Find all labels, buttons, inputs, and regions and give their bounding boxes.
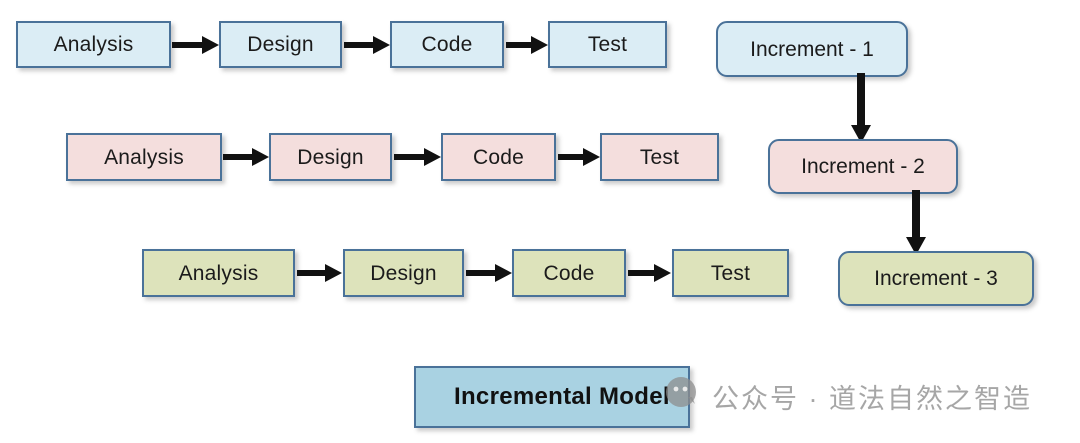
row-2-step-design[interactable]: Design: [269, 133, 392, 181]
increment-box-3[interactable]: Increment - 3: [838, 251, 1034, 306]
arrow-right-icon: [558, 146, 600, 168]
arrow-right-icon: [506, 34, 548, 56]
row-2-step-test[interactable]: Test: [600, 133, 719, 181]
arrow-right-icon: [394, 146, 441, 168]
row-1-step-test[interactable]: Test: [548, 21, 667, 68]
watermark: 公众号 · 道法自然之智造: [662, 373, 1032, 420]
row-2-step-analysis[interactable]: Analysis: [66, 133, 222, 181]
increment-box-1[interactable]: Increment - 1: [716, 21, 908, 77]
row-1-step-code[interactable]: Code: [390, 21, 504, 68]
row-3-step-analysis[interactable]: Analysis: [142, 249, 295, 297]
increment-box-2[interactable]: Increment - 2: [768, 139, 958, 194]
row-1-step-design[interactable]: Design: [219, 21, 342, 68]
arrow-right-icon: [297, 262, 342, 284]
arrow-right-icon: [223, 146, 269, 168]
arrow-down-icon: [905, 190, 927, 255]
page-title: Incremental Model: [454, 383, 670, 410]
arrow-right-icon: [344, 34, 390, 56]
arrow-right-icon: [172, 34, 219, 56]
row-1-step-analysis[interactable]: Analysis: [16, 21, 171, 68]
arrow-down-icon: [850, 73, 872, 143]
row-2-step-code[interactable]: Code: [441, 133, 556, 181]
row-3-step-code[interactable]: Code: [512, 249, 626, 297]
arrow-right-icon: [466, 262, 512, 284]
watermark-text: 公众号 · 道法自然之智造: [712, 384, 1032, 414]
arrow-right-icon: [628, 262, 671, 284]
row-3-step-test[interactable]: Test: [672, 249, 789, 297]
row-3-step-design[interactable]: Design: [343, 249, 464, 297]
diagram-title-box: Incremental Model: [414, 366, 690, 428]
